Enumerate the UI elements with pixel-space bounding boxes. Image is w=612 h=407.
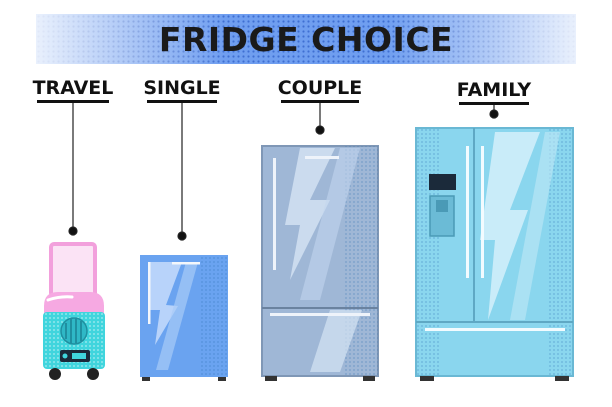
door-handle — [273, 158, 276, 270]
label-travel-underline — [37, 100, 109, 103]
label-couple-underline — [281, 100, 359, 103]
title-banner — [36, 14, 576, 64]
cooler-handle — [49, 242, 97, 298]
pointer-dot-couple — [315, 125, 325, 135]
label-family-underline — [459, 102, 529, 105]
label-couple: COUPLE — [277, 77, 363, 99]
fan-grille-icon — [60, 317, 88, 345]
label-single-underline — [147, 100, 217, 103]
door-handle — [305, 156, 339, 159]
drawer-handle — [425, 328, 565, 331]
pointer-dot-family — [489, 109, 499, 119]
wheel-icon — [87, 368, 99, 380]
pointer-dot-single — [177, 231, 187, 241]
drawer-handle — [270, 313, 370, 316]
pointer-lines — [68, 103, 499, 241]
couple-fridge — [261, 145, 379, 381]
ice-dispenser-display — [429, 174, 456, 190]
door-handle — [481, 146, 484, 278]
page-title: FRIDGE CHOICE — [158, 19, 454, 59]
pointer-dot-travel — [68, 226, 78, 236]
family-fridge — [415, 127, 574, 381]
wheel-icon — [49, 368, 61, 380]
door-handle — [466, 146, 469, 278]
travel-cooler — [43, 242, 105, 380]
label-travel: TRAVEL — [32, 77, 114, 99]
single-fridge — [140, 255, 228, 381]
cooler-lid — [44, 292, 104, 314]
label-family: FAMILY — [456, 79, 532, 101]
door-handle — [148, 262, 151, 324]
door-handle — [172, 262, 200, 265]
label-single: SINGLE — [143, 77, 221, 99]
